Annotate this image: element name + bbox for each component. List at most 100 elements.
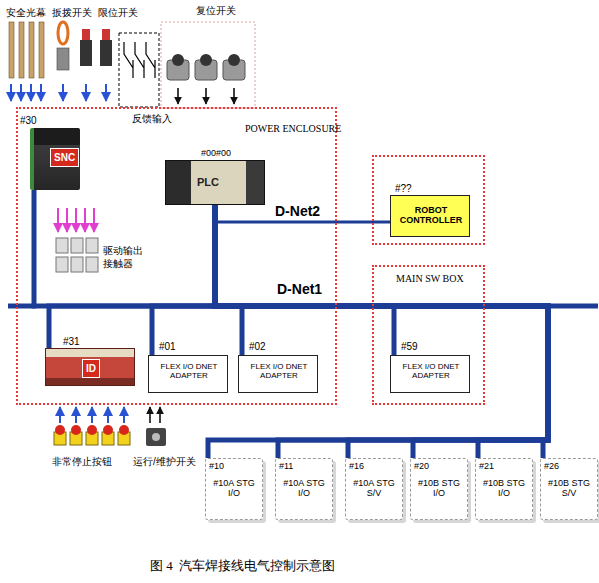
node-label: #?? bbox=[395, 183, 412, 194]
node-number: #59 bbox=[401, 341, 418, 352]
estop-button bbox=[119, 425, 129, 435]
station-box: #20#10B STG I/O bbox=[410, 458, 468, 520]
bus-line bbox=[215, 205, 548, 458]
node-number: #31 bbox=[63, 336, 80, 347]
reset-switch bbox=[228, 54, 240, 66]
feedback-frame bbox=[119, 33, 159, 107]
adapter-box: #01FLEX I/O DNET ADAPTER bbox=[148, 355, 228, 393]
station-box: #16 #10A STG S/V bbox=[345, 458, 403, 520]
switch-box: MAIN SW BOX #59FLEX I/O DNET ADAPTER bbox=[372, 265, 485, 405]
node-number: #21 bbox=[479, 462, 494, 472]
node-label: MAIN SW BOX bbox=[396, 273, 464, 284]
node-number: #00#00 bbox=[201, 149, 231, 159]
bus-line bbox=[215, 205, 548, 458]
part-label: 扳拨开关 bbox=[52, 6, 92, 20]
estop-arrow bbox=[107, 407, 109, 423]
bus-line bbox=[34, 190, 215, 306]
estop-button bbox=[55, 425, 65, 435]
station-box: #21 #10B STG I/O bbox=[475, 458, 533, 520]
limit-switch bbox=[100, 40, 112, 66]
node-label: #10B STG I/O bbox=[479, 479, 529, 499]
reset-arrow bbox=[205, 88, 207, 104]
reset-switch bbox=[172, 54, 184, 66]
reset-frame bbox=[161, 22, 255, 108]
node-label: FLEX I/O DNET ADAPTER bbox=[157, 363, 221, 381]
contactor bbox=[86, 238, 98, 253]
adapter-box: #02FLEX I/O DNET ADAPTER bbox=[238, 355, 318, 393]
contactor bbox=[71, 257, 83, 272]
station-box: #26#10B STG S/V bbox=[540, 458, 598, 520]
node-number: #10 bbox=[209, 462, 224, 472]
output-arrow bbox=[66, 208, 68, 232]
network-label: D-Net2 bbox=[275, 203, 320, 219]
input-arrow bbox=[20, 84, 22, 101]
node-label: FLEX I/O DNET ADAPTER bbox=[247, 363, 311, 381]
node-label: #10B STG S/V bbox=[544, 479, 594, 499]
part-label: 驱动输出 bbox=[103, 244, 143, 258]
input-arrow bbox=[40, 84, 42, 101]
input-arrow bbox=[62, 84, 64, 101]
node-number: #01 bbox=[159, 341, 176, 352]
part-label: 反馈输入 bbox=[132, 112, 172, 126]
node-label: #10A STG I/O bbox=[279, 479, 329, 499]
node-number: #30 bbox=[20, 115, 37, 126]
robot-enclosure: #?? ROBOT CONTROLLER bbox=[372, 155, 485, 245]
estop-arrow bbox=[91, 407, 93, 423]
limit-switch bbox=[80, 40, 92, 66]
node-number: #11 bbox=[279, 462, 293, 472]
estop-arrow bbox=[123, 407, 125, 423]
contact-symbol bbox=[124, 42, 133, 78]
part-label: 安全光幕 bbox=[6, 6, 46, 20]
contactor bbox=[71, 238, 83, 253]
input-arrow bbox=[105, 84, 107, 101]
part-label: 运行/维护开关 bbox=[133, 455, 196, 469]
light-curtain bbox=[9, 22, 14, 78]
input-arrow bbox=[30, 84, 32, 101]
part-label: 非常停止按钮 bbox=[52, 455, 112, 469]
contactor bbox=[56, 257, 68, 272]
contactor bbox=[56, 238, 68, 253]
node-number: #02 bbox=[249, 341, 266, 352]
plc-unit: #00#00PLC bbox=[165, 160, 265, 205]
bus-line bbox=[548, 304, 598, 309]
reset-arrow bbox=[233, 88, 235, 104]
node-number: #16 bbox=[349, 462, 364, 472]
station-box: #11 #10A STG I/O bbox=[275, 458, 333, 520]
contact-symbol bbox=[146, 42, 155, 78]
node-label: PLC bbox=[197, 176, 219, 188]
bus-line bbox=[215, 205, 242, 355]
enclosure-box: POWER ENCLOSURE#30SNC#00#00PLC#01FLEX I/… bbox=[16, 107, 337, 405]
bus-line bbox=[208, 205, 548, 458]
estop-button bbox=[87, 425, 97, 435]
bus-line bbox=[215, 205, 548, 458]
reset-switch bbox=[200, 54, 212, 66]
toggle-switch bbox=[57, 48, 69, 70]
network-label: D-Net1 bbox=[277, 281, 322, 297]
input-arrow bbox=[85, 84, 87, 101]
figure-caption: 图 4 汽车焊接线电气控制示意图 bbox=[150, 557, 335, 575]
estop-button bbox=[71, 425, 81, 435]
node-label: #10A STG S/V bbox=[349, 479, 399, 499]
output-arrow bbox=[75, 208, 77, 232]
light-curtain bbox=[29, 22, 34, 78]
station-box: #10#10A STG I/O bbox=[205, 458, 263, 520]
safety-controller: #30SNC bbox=[30, 128, 80, 190]
light-curtain bbox=[39, 22, 44, 78]
part-label: 复位开关 bbox=[196, 4, 236, 18]
robot-controller: ROBOT CONTROLLER bbox=[390, 195, 470, 237]
id-module: #31ID bbox=[45, 348, 135, 386]
bus-line bbox=[152, 205, 215, 355]
output-arrow bbox=[93, 208, 95, 232]
node-label: ROBOT CONTROLLER bbox=[395, 206, 467, 226]
light-curtain bbox=[19, 22, 24, 78]
mode-arrow bbox=[159, 407, 161, 423]
part-label: 限位开关 bbox=[98, 6, 138, 20]
limit-switch bbox=[82, 29, 90, 40]
part-label: 接触器 bbox=[103, 257, 133, 271]
limit-switch bbox=[102, 29, 110, 40]
node-label: FLEX I/O DNET ADAPTER bbox=[399, 363, 463, 381]
estop-arrow bbox=[59, 407, 61, 423]
bus-line bbox=[49, 205, 215, 348]
node-label: POWER ENCLOSURE bbox=[245, 123, 341, 134]
